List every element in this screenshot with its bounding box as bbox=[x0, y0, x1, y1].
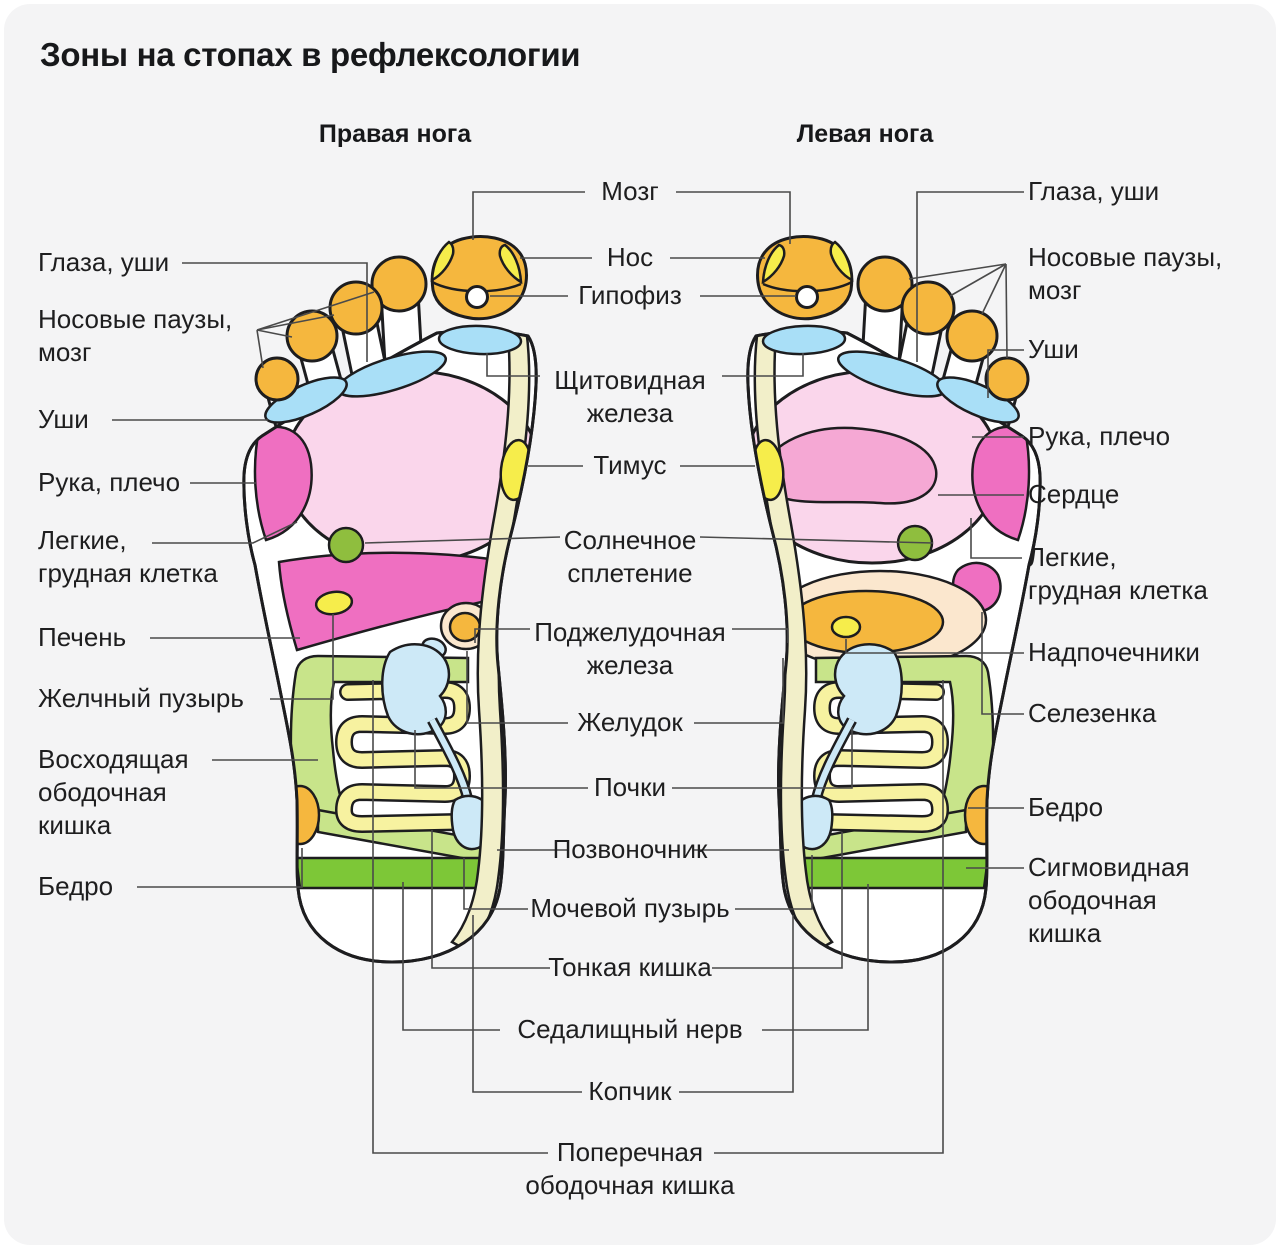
page-title: Зоны на стопах в рефлексологии bbox=[40, 36, 581, 73]
label-pituitary: Гипофиз bbox=[578, 280, 682, 310]
label-hip-left: Бедро bbox=[38, 871, 114, 901]
line-thyroid bbox=[486, 353, 804, 377]
line-kidneys bbox=[414, 727, 853, 789]
line-gallbladder bbox=[270, 614, 334, 700]
hip-zone-left bbox=[963, 784, 1005, 846]
label-small-intestine: Тонкая кишка bbox=[548, 952, 712, 982]
label-pancreas: Поджелудочная железа bbox=[534, 617, 726, 680]
line-coccyx bbox=[472, 915, 794, 1093]
label-ascending-colon: Восходящая ободочная кишка bbox=[38, 744, 189, 840]
label-brain: Мозг bbox=[601, 176, 659, 206]
sciatic-band-right bbox=[294, 856, 504, 890]
label-heart: Сердце bbox=[1028, 479, 1120, 509]
nasal-sinus-toe-tips-right bbox=[254, 255, 428, 402]
left-foot-outline-stroke bbox=[746, 329, 1042, 964]
label-eyes-ears-right: Глаза, уши bbox=[1028, 176, 1160, 206]
eye-ear-corner-left-left-foot bbox=[761, 243, 786, 285]
label-spleen: Селезенка bbox=[1028, 698, 1157, 728]
label-lungs-chest-left: Легкие, грудная клетка bbox=[38, 525, 218, 588]
line-brain bbox=[472, 191, 791, 244]
connector-lines bbox=[112, 191, 1024, 1154]
ear-pad-left bbox=[936, 376, 1020, 424]
right-foot-outline-stroke bbox=[242, 329, 538, 964]
label-bladder: Мочевой пузырь bbox=[530, 893, 730, 923]
line-solar-plexus bbox=[364, 536, 934, 544]
label-gallbladder: Желчный пузырь bbox=[38, 683, 244, 713]
line-sciatic-nerve bbox=[402, 882, 869, 1031]
thyroid-pad-bigtoe-left bbox=[761, 324, 847, 356]
line-eyes-ears-right bbox=[916, 191, 1024, 362]
label-transverse-colon: Поперечная ободочная кишка bbox=[525, 1137, 735, 1200]
line-pancreas bbox=[474, 628, 789, 643]
small-intestine-fill-right bbox=[337, 683, 469, 831]
line-transverse-colon bbox=[372, 680, 944, 1154]
label-nasal-sinuses-left: Носовые паузы, мозг bbox=[38, 304, 233, 367]
pituitary-zone-right bbox=[465, 285, 489, 309]
label-adrenals: Надпочечники bbox=[1028, 637, 1200, 667]
line-ears-right bbox=[987, 349, 1024, 398]
eye-ear-corner-left-right-foot bbox=[430, 240, 455, 283]
label-nasal-sinuses-right: Носовые паузы, мозг bbox=[1028, 242, 1223, 305]
right-foot-diagram bbox=[242, 235, 538, 964]
line-lungs-right bbox=[970, 518, 1022, 559]
label-arm-shoulder-left: Рука, плечо bbox=[38, 467, 181, 497]
label-liver: Печень bbox=[38, 622, 127, 652]
left-foot-diagram bbox=[746, 235, 1042, 964]
line-stomach bbox=[466, 651, 784, 724]
line-bladder bbox=[463, 855, 813, 910]
line-nasal-fan-right bbox=[908, 263, 1008, 359]
solar-plexus-zone-right bbox=[327, 526, 365, 564]
label-hip-right: Бедро bbox=[1028, 792, 1104, 822]
label-thymus: Тимус bbox=[593, 450, 667, 480]
line-spleen bbox=[981, 612, 1024, 715]
kidney-zone-left bbox=[833, 643, 904, 736]
label-ears-left: Уши bbox=[38, 404, 89, 434]
hip-zone-right bbox=[279, 784, 321, 846]
label-sciatic-nerve: Седалищный нерв bbox=[517, 1014, 743, 1044]
label-coccyx: Копчик bbox=[588, 1076, 672, 1106]
right-foot-header: Правая нога bbox=[318, 120, 472, 148]
eye-ear-corner-right-left-foot bbox=[829, 240, 854, 283]
line-small-intestine bbox=[431, 830, 843, 969]
ureter-fill-right bbox=[429, 718, 471, 801]
label-eyes-ears-left: Глаза, уши bbox=[38, 247, 170, 277]
line-adrenals bbox=[845, 639, 1024, 654]
label-thyroid: Щитовидная железа bbox=[554, 365, 706, 428]
label-nose: Нос bbox=[606, 242, 654, 272]
ear-pad-right bbox=[264, 376, 348, 424]
kidney-zone-right bbox=[380, 643, 451, 736]
ureter-fill-left bbox=[813, 718, 855, 801]
label-arm-shoulder-right: Рука, плечо bbox=[1028, 421, 1171, 451]
nasal-sinus-toe-tips-left bbox=[856, 255, 1030, 402]
line-lungs-left bbox=[152, 521, 298, 544]
adrenal-zone-left bbox=[830, 615, 862, 639]
pituitary-zone-left bbox=[795, 285, 819, 309]
label-stomach: Желудок bbox=[577, 707, 683, 737]
label-spine: Позвоночник bbox=[552, 834, 708, 864]
gallbladder-zone bbox=[314, 590, 354, 616]
arm-shoulder-zone-left bbox=[971, 425, 1031, 542]
line-eyes-ears-left bbox=[182, 262, 368, 362]
line-hip-left bbox=[137, 848, 303, 888]
eye-ear-corner-right-right-foot bbox=[498, 243, 523, 285]
label-ears-right: Уши bbox=[1028, 334, 1079, 364]
left-foot-header: Левая нога bbox=[796, 120, 934, 148]
small-intestine-fill-left bbox=[815, 683, 947, 831]
label-kidneys: Почки bbox=[593, 772, 667, 802]
sigmoid-colon-band bbox=[780, 856, 990, 890]
label-lungs-chest-right: Легкие, грудная клетка bbox=[1028, 542, 1208, 605]
diagram-card bbox=[4, 4, 1276, 1245]
line-nasal-fan-left bbox=[256, 291, 375, 369]
label-solar-plexus: Солнечное сплетение bbox=[563, 525, 697, 588]
label-sigmoid-colon: Сигмовидная ободочная кишка bbox=[1028, 852, 1190, 948]
thyroid-pad-bigtoe-right bbox=[437, 324, 523, 356]
